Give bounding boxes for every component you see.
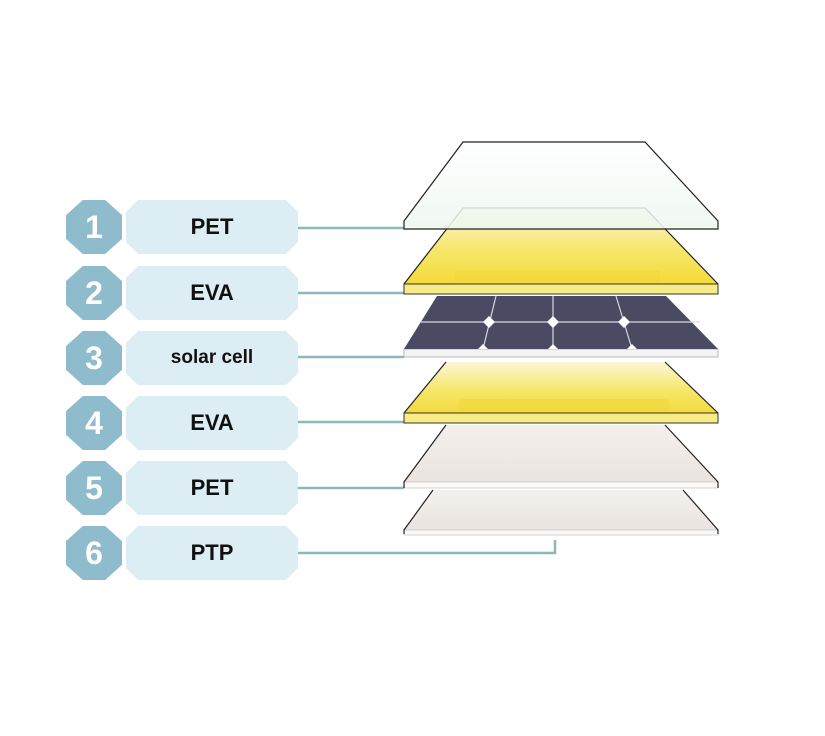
layer-2-badge: 2 <box>66 266 122 320</box>
layer-6-row: 6 PTP <box>66 526 298 580</box>
layer-4-sheet <box>403 361 719 424</box>
layer-1-badge: 1 <box>66 200 122 254</box>
layer-6-sheet <box>403 489 719 536</box>
layer-1-row: 1 PET <box>66 200 298 254</box>
layer-4-label: EVA <box>126 396 298 450</box>
connector-lines <box>298 226 557 555</box>
layer-6-label: PTP <box>126 526 298 580</box>
layer-2-row: 2 EVA <box>66 266 298 320</box>
layer-3-label: solar cell <box>126 331 298 385</box>
layer-5-sheet <box>403 424 719 489</box>
layer-3-row: 3 solar cell <box>66 331 298 385</box>
layer-2-label: EVA <box>126 266 298 320</box>
layer-3-sheet <box>403 295 719 358</box>
layer-4-row: 4 EVA <box>66 396 298 450</box>
layer-5-row: 5 PET <box>66 461 298 515</box>
layer-6-badge: 6 <box>66 526 122 580</box>
layer-5-label: PET <box>126 461 298 515</box>
layer-1-label: PET <box>126 200 298 254</box>
layer-5-badge: 5 <box>66 461 122 515</box>
layer-3-badge: 3 <box>66 331 122 385</box>
layer-1-sheet <box>403 141 719 230</box>
layer-4-badge: 4 <box>66 396 122 450</box>
